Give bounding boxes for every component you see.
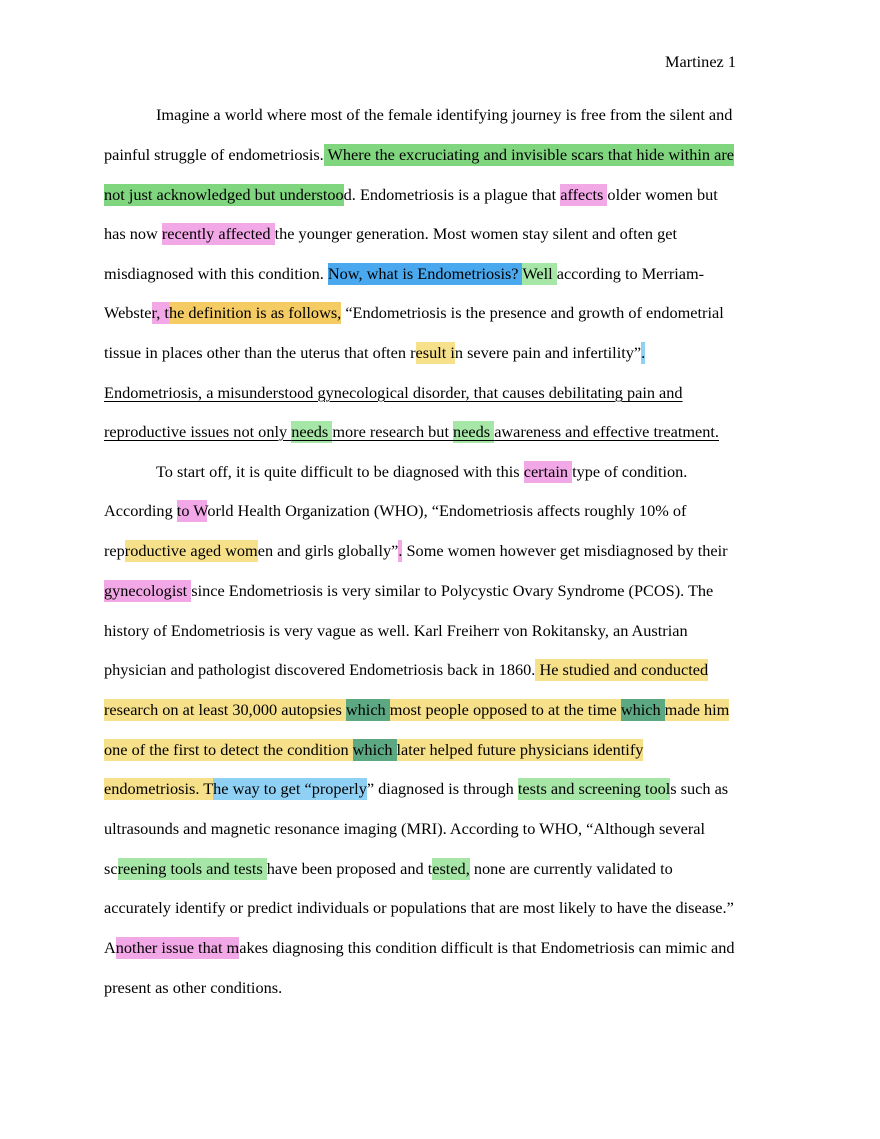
highlight-pink: .	[398, 540, 403, 562]
text-run: none are currently validated to	[469, 859, 673, 878]
text-run: To start off, it is quite difficult to b…	[156, 462, 524, 481]
paragraph-2-line-13: Another issue that makes diagnosing this…	[104, 937, 735, 959]
text-run: ultrasounds and magnetic resonance imagi…	[104, 819, 706, 838]
paragraph-2-line-14: present as other conditions.	[104, 977, 282, 999]
paragraph-2-line-10: ultrasounds and magnetic resonance imagi…	[104, 818, 705, 840]
paragraph-2-line-11: screening tools and tests have been prop…	[104, 858, 673, 880]
highlight-light-blue: .	[641, 342, 646, 364]
text-run: older women but	[607, 185, 718, 204]
paragraph-2-line-6: physician and pathologist discovered End…	[104, 659, 709, 681]
highlight-light-green: reening tools and tests	[117, 858, 267, 880]
paragraph-1-line-8: Endometriosis, a misunderstood gynecolog…	[104, 382, 683, 404]
paragraph-2-line-5: history of Endometriosis is very vague a…	[104, 620, 688, 642]
highlight-pink: to W	[176, 500, 208, 522]
text-run: has now	[104, 224, 162, 243]
paragraph-1-line-6: Webster, the definition is as follows, “…	[104, 302, 724, 324]
paragraph-1-line-2: painful struggle of endometriosis. Where…	[104, 144, 734, 166]
highlight-light-blue: he way to get “properly	[213, 778, 367, 800]
highlight-pink: r, t	[151, 302, 169, 324]
text-run: the younger generation. Most women stay …	[274, 224, 678, 243]
text-run: history of Endometriosis is very vague a…	[104, 621, 688, 640]
text-run: painful struggle of endometriosis.	[104, 145, 324, 164]
highlight-blue: Now, what is Endometriosis?	[327, 263, 523, 285]
text-run: more research but	[332, 422, 454, 441]
paragraph-1-line-4: has now recently affected the younger ge…	[104, 223, 677, 245]
text-run: akes diagnosing this condition difficult…	[239, 938, 735, 957]
highlight-light-green: ested,	[432, 858, 470, 880]
text-run: reproductive issues not only	[104, 422, 292, 441]
highlight-yellow: roductive aged wom	[124, 540, 258, 562]
text-run: Webste	[104, 303, 152, 322]
highlight-yellow: one of the first to detect the condition	[104, 739, 353, 761]
text-run: physician and pathologist discovered End…	[104, 660, 536, 679]
text-run: present as other conditions.	[104, 978, 283, 997]
text-run: accurately identify or predict individua…	[104, 898, 734, 917]
text-run: Imagine a world where most of the female…	[156, 105, 733, 124]
highlight-pink: nother issue that m	[115, 937, 240, 959]
highlight-yellow: He studied and conducted	[535, 659, 709, 681]
highlight-yellow: research on at least 30,000 autopsies	[104, 699, 346, 721]
text-run: misdiagnosed with this condition.	[104, 264, 328, 283]
text-run: type of condition.	[572, 462, 688, 481]
highlight-pink: recently affected	[161, 223, 275, 245]
running-head: Martinez 1	[665, 52, 736, 71]
paragraph-1-line-3: not just acknowledged but understood. En…	[104, 184, 718, 206]
text-run: en and girls globally”	[257, 541, 399, 560]
text-run: orld Health Organization (WHO), “Endomet…	[207, 501, 687, 520]
text-run: d. Endometriosis is a plague that	[343, 185, 561, 204]
text-run: rep	[104, 541, 125, 560]
highlight-light-green: Well	[522, 263, 557, 285]
paragraph-2-line-4: gynecologist since Endometriosis is very…	[104, 580, 713, 602]
text-run: since Endometriosis is very similar to P…	[191, 581, 714, 600]
text-run: Endometriosis, a misunderstood gynecolog…	[104, 383, 683, 402]
highlight-orange: he definition is as follows,	[168, 302, 342, 324]
text-run: Some women however get misdiagnosed by t…	[402, 541, 728, 560]
text-run: awareness and effective treatment.	[494, 422, 719, 441]
text-run: tissue in places other than the uterus t…	[104, 343, 416, 362]
text-run: sc	[104, 859, 118, 878]
text-run: ” diagnosed is through	[366, 779, 518, 798]
text-run: s such as	[670, 779, 729, 798]
text-run: have been proposed and t	[266, 859, 433, 878]
paragraph-2-line-2: According to World Health Organization (…	[104, 500, 686, 522]
highlight-pink: certain	[523, 461, 573, 483]
highlight-yellow: endometriosis. T	[104, 778, 214, 800]
highlight-yellow: made him	[664, 699, 730, 721]
paragraph-2-line-7: research on at least 30,000 autopsies wh…	[104, 699, 730, 721]
paragraph-2-line-9: endometriosis. The way to get “properly”…	[104, 778, 728, 800]
text-run: n severe pain and infertility”	[454, 343, 642, 362]
text-run: A	[104, 938, 116, 957]
highlight-yellow: later helped future physicians identify	[396, 739, 644, 761]
highlight-teal: which	[620, 699, 665, 721]
highlight-yellow: most people opposed to at the time	[389, 699, 621, 721]
highlight-green: Where the excruciating and invisible sca…	[323, 144, 734, 166]
paragraph-2-line-12: accurately identify or predict individua…	[104, 897, 734, 919]
paragraph-2-line-8: one of the first to detect the condition…	[104, 739, 644, 761]
paragraph-1-line-1: Imagine a world where most of the female…	[156, 104, 732, 126]
paragraph-1-line-7: tissue in places other than the uterus t…	[104, 342, 646, 364]
text-run: “Endometriosis is the presence and growt…	[341, 303, 724, 322]
text-run: According	[104, 501, 177, 520]
text-run: according to Merriam-	[556, 264, 705, 283]
paragraph-1-line-9: reproductive issues not only needs more …	[104, 421, 719, 443]
paragraph-2-line-3: reproductive aged women and girls global…	[104, 540, 728, 562]
highlight-light-green: tests and screening tool	[517, 778, 671, 800]
highlight-green: not just acknowledged but understoo	[104, 184, 344, 206]
highlight-light-green: needs	[453, 421, 495, 443]
highlight-pink: affects	[560, 184, 608, 206]
highlight-pink: gynecologist	[104, 580, 192, 602]
highlight-teal: which	[345, 699, 390, 721]
highlight-light-green: needs	[291, 421, 333, 443]
paragraph-1-line-5: misdiagnosed with this condition. Now, w…	[104, 263, 704, 285]
highlight-teal: which	[352, 739, 397, 761]
paragraph-2-line-1: To start off, it is quite difficult to b…	[156, 461, 687, 483]
highlight-yellow: esult i	[415, 342, 455, 364]
